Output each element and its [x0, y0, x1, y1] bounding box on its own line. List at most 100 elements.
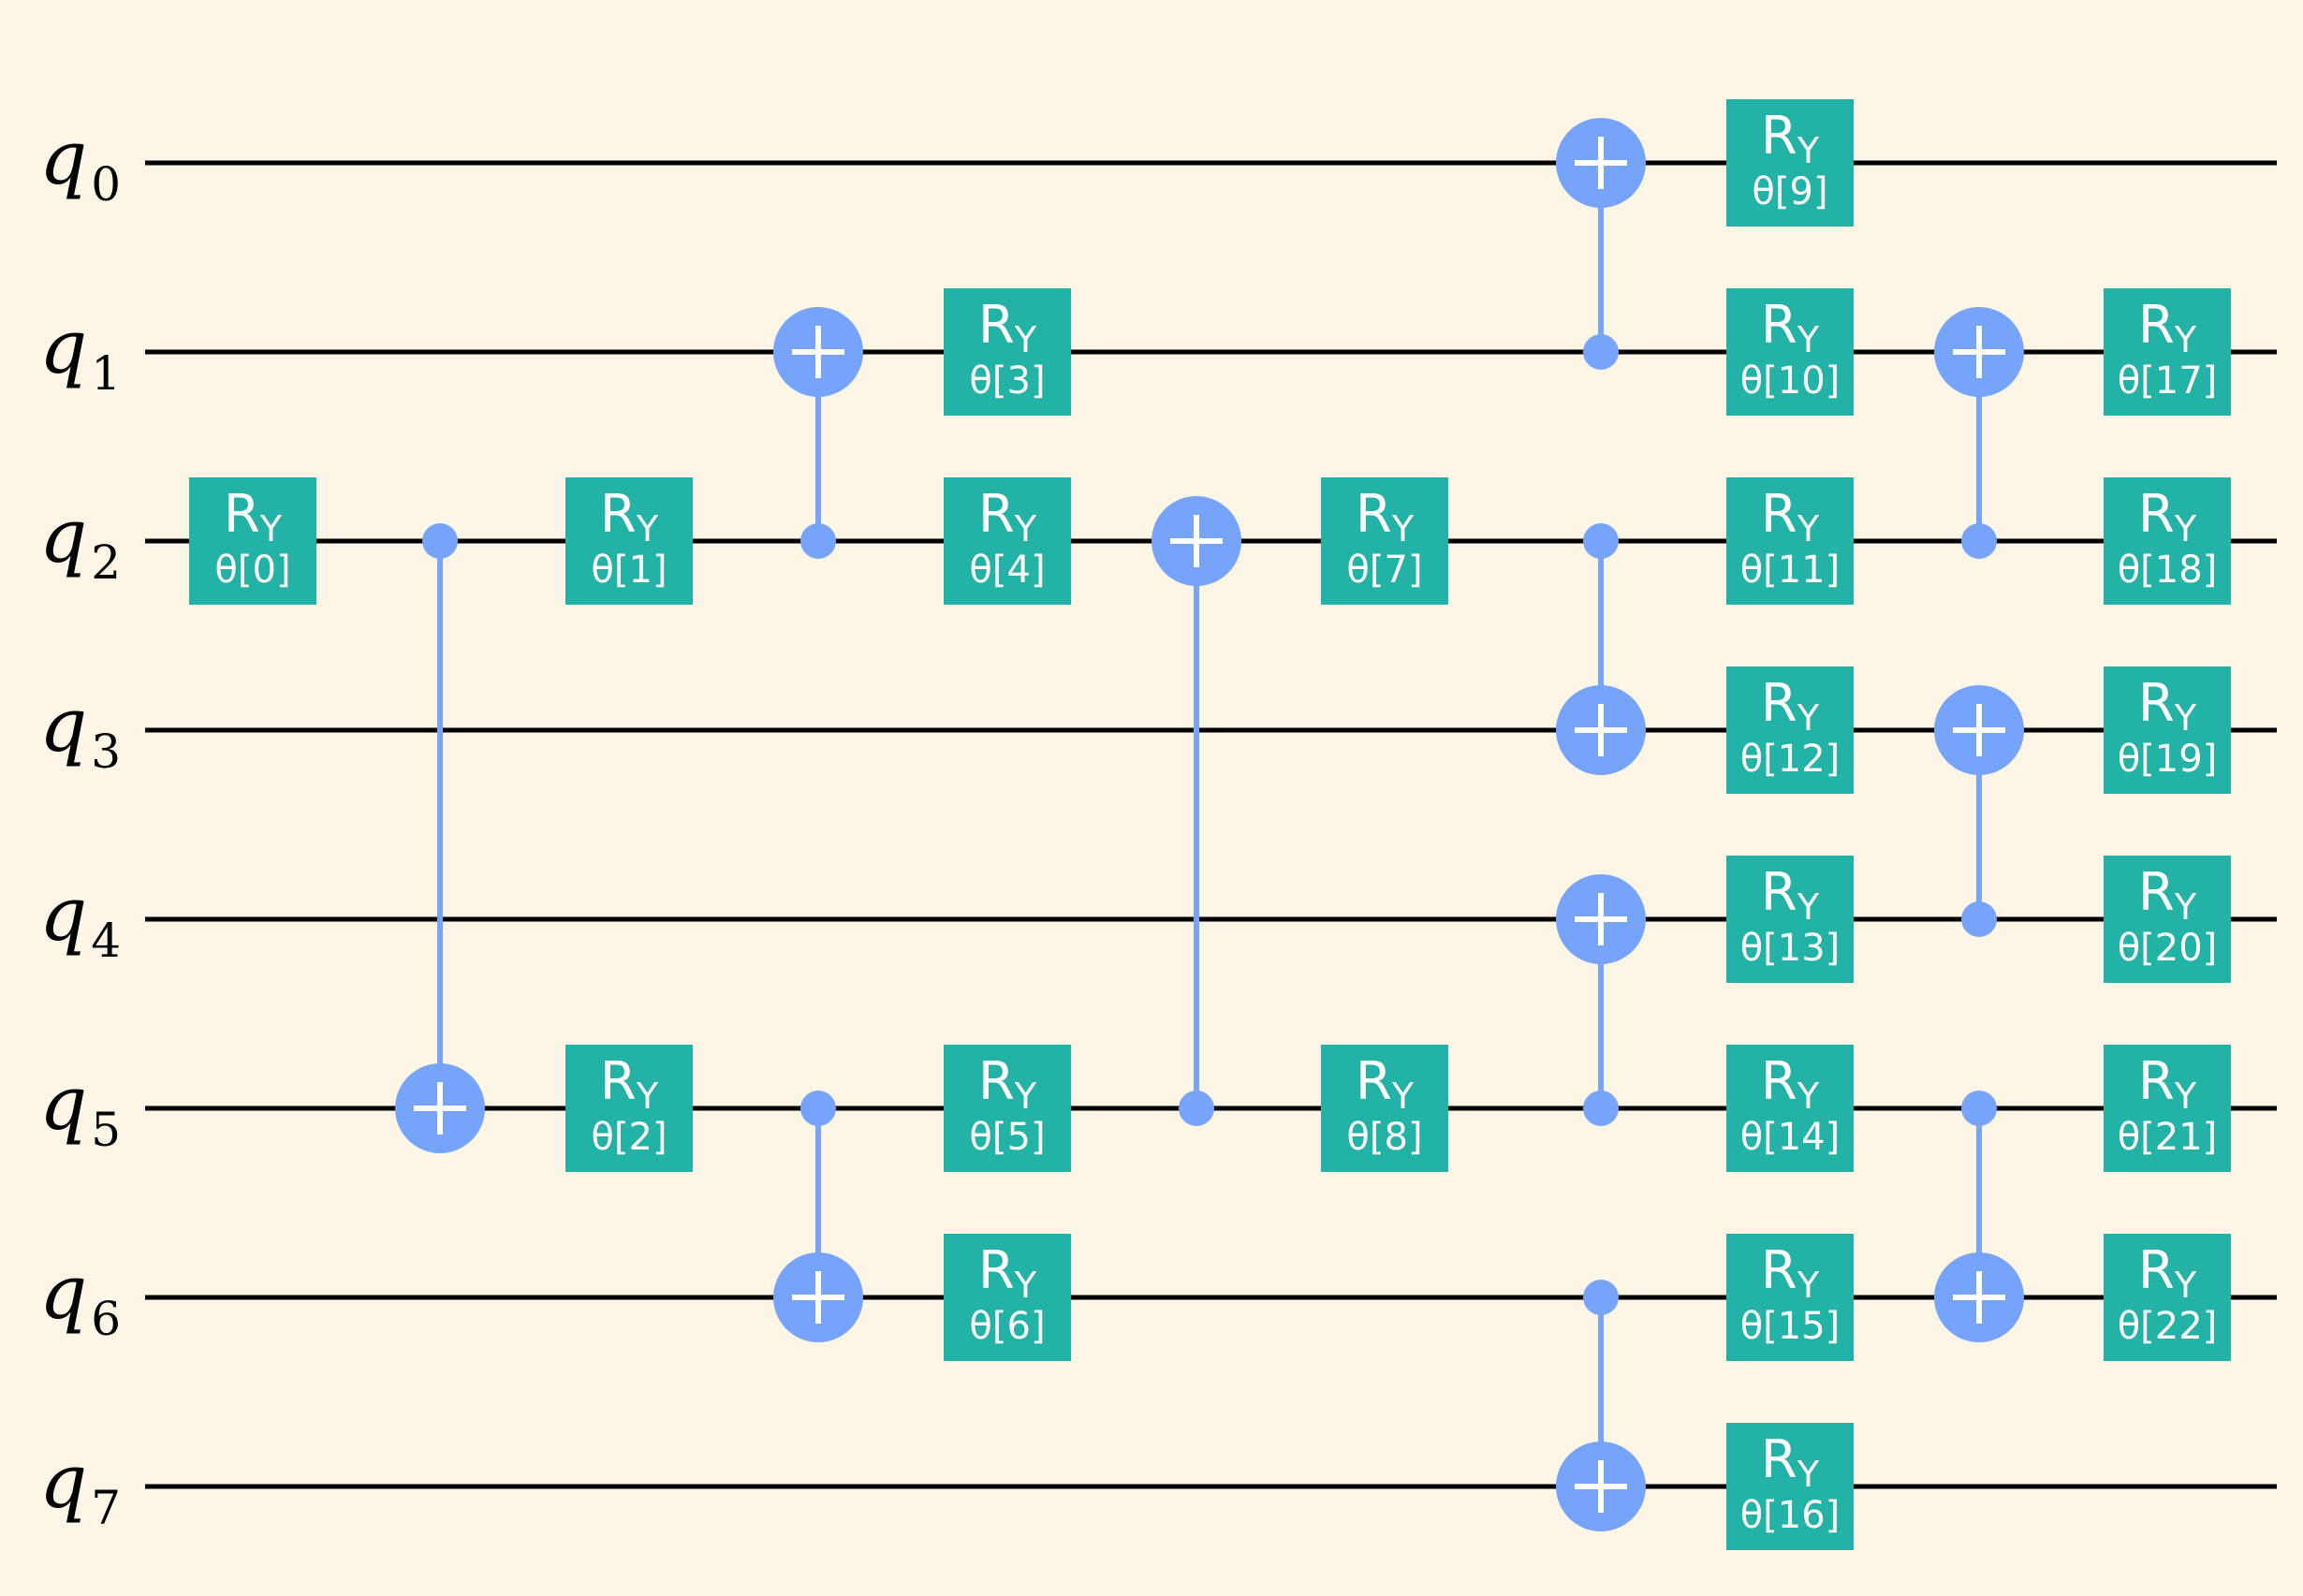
gate-letter: R [1761, 1429, 1797, 1490]
qubit-letter: q [39, 681, 87, 769]
ry-gate-name: RY [2138, 1240, 2197, 1306]
ry-gate-name: RY [978, 484, 1037, 549]
gate-letter: R [600, 1051, 637, 1112]
ry-gate: RYθ[6] [944, 1234, 1071, 1361]
qubit-index: 1 [91, 346, 121, 401]
ry-gate-box [2104, 288, 2231, 416]
gate-subscript: Y [1797, 1454, 1820, 1495]
ry-gate: RYθ[0] [189, 477, 316, 605]
gate-subscript: Y [2174, 697, 2197, 739]
cnot-gate [1152, 496, 1241, 1126]
gate-letter: R [600, 484, 637, 545]
ry-gate-param: θ[0] [214, 549, 290, 592]
gate-subscript: Y [636, 1076, 659, 1117]
gate-subscript: Y [1797, 1076, 1820, 1117]
ry-gate-name: RY [1761, 862, 1820, 928]
qubit-letter: q [39, 303, 87, 390]
ry-gate-box [1726, 1234, 1854, 1361]
ry-gate-box [2104, 1234, 2231, 1361]
qubit-label-1: q1 [39, 303, 121, 401]
cnot-control-dot [1583, 1091, 1619, 1126]
ry-gate-box [2104, 856, 2231, 983]
gate-letter: R [1761, 1051, 1797, 1112]
gate-letter: R [224, 484, 260, 545]
qubit-index: 4 [91, 914, 121, 968]
cnot-gate [1934, 1091, 2024, 1342]
ry-gate-param: θ[3] [969, 359, 1045, 403]
ry-gate: RYθ[13] [1726, 856, 1854, 983]
ry-gate: RYθ[16] [1726, 1423, 1854, 1550]
ry-gate: RYθ[3] [944, 288, 1071, 416]
ry-gate: RYθ[7] [1321, 477, 1448, 605]
qubit-label-0: q0 [39, 114, 121, 212]
ry-gate-name: RY [1761, 295, 1820, 360]
ry-gate-box [1726, 1423, 1854, 1550]
ry-gate-name: RY [1356, 484, 1415, 549]
cnot-control-dot [422, 523, 458, 559]
gate-letter: R [1761, 862, 1797, 923]
ry-gate-param: θ[15] [1740, 1305, 1841, 1348]
gate-subscript: Y [1014, 1265, 1037, 1306]
ry-gate-name: RY [224, 484, 283, 549]
ry-gate-name: RY [1761, 106, 1820, 171]
cnot-control-dot [1961, 523, 1997, 559]
gate-letter: R [978, 1051, 1015, 1112]
ry-gate-box [1726, 477, 1854, 605]
gate-subscript: Y [1014, 508, 1037, 549]
ry-gate-name: RY [1761, 1240, 1820, 1306]
gate-letter: R [2138, 484, 2175, 545]
gate-subscript: Y [1797, 886, 1820, 928]
gate-subscript: Y [1391, 508, 1415, 549]
ry-gate-box [944, 1045, 1071, 1172]
ry-gate-name: RY [978, 1240, 1037, 1306]
qubit-index: 5 [91, 1103, 121, 1157]
ry-gate-name: RY [978, 1051, 1037, 1117]
ry-gate-name: RY [600, 1051, 659, 1117]
ry-gate-box [1726, 99, 1854, 227]
gate-subscript: Y [1797, 697, 1820, 739]
ry-gate-box [2104, 666, 2231, 794]
cnot-control-dot [1583, 523, 1619, 559]
ry-gate-name: RY [1761, 484, 1820, 549]
ry-gate: RYθ[20] [2104, 856, 2231, 983]
ry-gate: RYθ[12] [1726, 666, 1854, 794]
ry-gate-param: θ[16] [1740, 1494, 1841, 1537]
qubit-label-7: q7 [39, 1438, 121, 1535]
qubit-label-2: q2 [39, 492, 121, 590]
ry-gate-box [1726, 1045, 1854, 1172]
gate-subscript: Y [1797, 1265, 1820, 1306]
cnot-gate [1556, 118, 1646, 370]
ry-gate-box [565, 477, 693, 605]
circuit-gates: RYθ[0]RYθ[1]RYθ[2]RYθ[3]RYθ[4]RYθ[5]RYθ[… [189, 99, 2231, 1550]
ry-gate: RYθ[17] [2104, 288, 2231, 416]
ry-gate-param: θ[7] [1346, 549, 1422, 592]
ry-gate: RYθ[9] [1726, 99, 1854, 227]
ry-gate-param: θ[20] [2118, 927, 2218, 970]
cnot-gate [395, 523, 485, 1153]
gate-letter: R [1761, 673, 1797, 734]
ry-gate: RYθ[1] [565, 477, 693, 605]
ry-gate: RYθ[4] [944, 477, 1071, 605]
gate-subscript: Y [2174, 1076, 2197, 1117]
qubit-letter: q [39, 871, 87, 958]
ry-gate: RYθ[19] [2104, 666, 2231, 794]
qubit-index: 6 [91, 1292, 121, 1346]
ry-gate-param: θ[17] [2118, 359, 2218, 403]
cnot-control-dot [1583, 1280, 1619, 1315]
ry-gate: RYθ[8] [1321, 1045, 1448, 1172]
ry-gate: RYθ[5] [944, 1045, 1071, 1172]
gate-letter: R [1761, 106, 1797, 167]
ry-gate: RYθ[14] [1726, 1045, 1854, 1172]
ry-gate-param: θ[2] [591, 1116, 667, 1159]
qubit-label-5: q5 [39, 1060, 121, 1157]
gate-letter: R [1761, 484, 1797, 545]
gate-subscript: Y [636, 508, 659, 549]
gate-subscript: Y [1014, 1076, 1037, 1117]
gate-letter: R [2138, 673, 2175, 734]
ry-gate-param: θ[12] [1740, 738, 1841, 781]
ry-gate-box [944, 288, 1071, 416]
gate-subscript: Y [2174, 508, 2197, 549]
